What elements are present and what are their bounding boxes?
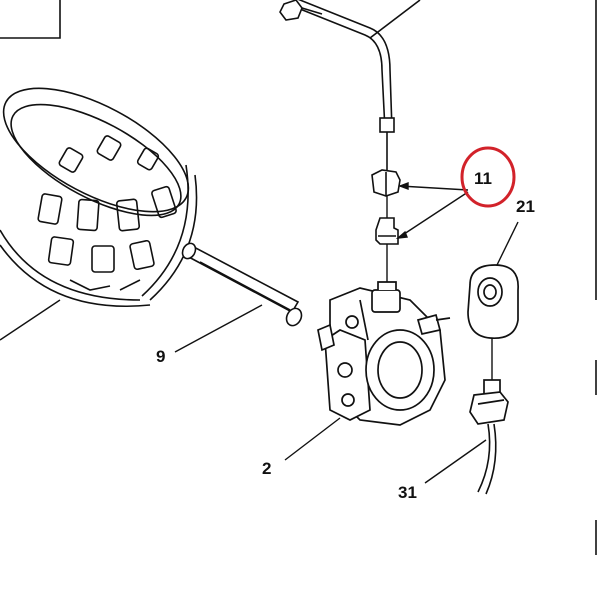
fitting-nipple-lower: [375, 217, 399, 245]
shaft-leader-line: [174, 304, 263, 353]
coil-leader-line: [496, 221, 519, 266]
callout-number-31: 31: [398, 483, 417, 502]
fuel-line-tube: [289, 0, 421, 170]
solenoid-coil: [467, 264, 519, 340]
tube-end-nut: [279, 0, 323, 21]
fuel-pump-body: [317, 281, 451, 426]
callout-number-11: 11: [474, 169, 492, 188]
fitting-nut-upper: [371, 169, 401, 197]
callout-number-9: 9: [156, 347, 165, 366]
highlight-circle: [460, 146, 516, 208]
cable-connector: [469, 379, 509, 425]
cage-leader-line: [0, 299, 61, 341]
callout-number-2: 2: [262, 459, 271, 478]
callout-11-leaders: [395, 181, 469, 239]
cylinder-cage-housing: [0, 87, 198, 308]
coupling-shaft: [181, 242, 303, 327]
corner-frame: [0, 0, 61, 39]
callout-number-21: 21: [516, 197, 535, 216]
cable: [477, 423, 491, 493]
pump-leader-line: [284, 417, 341, 461]
cable-leader-line: [424, 439, 487, 484]
